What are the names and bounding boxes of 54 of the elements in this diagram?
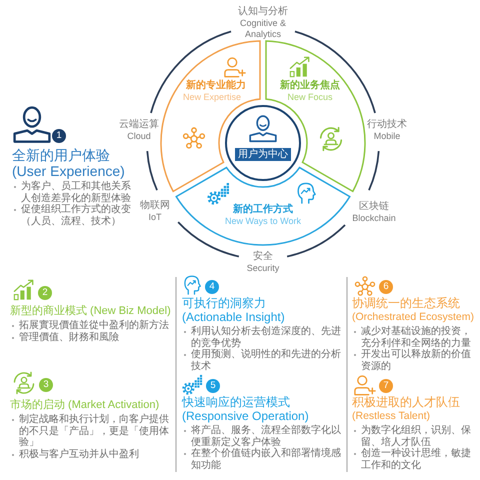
ring-label: Cloud [127, 131, 151, 142]
bullet-text: 在整个价值链内嵌入和部署情境感知功能 [182, 448, 342, 471]
banner-label: 用户为中心 [235, 148, 291, 160]
bullet-text: 积极与客户互动并从中盈利 [10, 448, 173, 460]
ring-label: 认知与分析 [238, 6, 288, 18]
ring-label: Blockchain [352, 213, 396, 224]
bullet-text: 为数字化组织，识别、保留、培人才队伍 [352, 425, 478, 448]
ring-label: 物联网 [140, 200, 170, 212]
subtitle-text: (Actionable Insight) [182, 310, 286, 324]
bullet-text: 创造一种设计思维，敏捷工作和的文化 [352, 448, 478, 471]
ring-label: 安全 [253, 251, 273, 263]
segment-subtitle: New Ways to Work [225, 216, 301, 227]
heading-text: 可执行的洞察力 [182, 297, 267, 310]
ring-label: Cognitive & Analytics [238, 18, 288, 39]
number-badge: 6 [379, 280, 393, 294]
heading-text: 新型的商业模式 (New Biz Model) [10, 304, 172, 318]
number-badge: 1 [52, 129, 66, 143]
bullet-text: 为客户、员工和其他关系人创造差异化的新型体验 [12, 181, 137, 204]
segment-title: 新的工作方式 [233, 204, 293, 216]
ring-label: IoT [148, 212, 162, 223]
bullet-text: 管理價值、財務和風險 [10, 332, 173, 343]
subtitle-text: (Responsive Operation) [182, 410, 310, 423]
segment-subtitle: New Focus [288, 92, 332, 103]
ring-label: Mobile [374, 131, 400, 142]
bullet-text: 将产品、服务、流程全部数字化以便重新定义客户体验 [182, 425, 342, 448]
heading-text: 全新的用户体验 [12, 147, 111, 163]
bullet-text: 开发出可以释放新的价值资源的 [352, 349, 478, 372]
segment-title: 新的业务焦点 [280, 80, 340, 92]
bullet-text: 拓展實現價值並從中盈利的新方法 [10, 320, 173, 332]
subtitle-text: (Orchestrated Ecosystem) [352, 310, 475, 324]
bullet-text: 制定战略和执行计划，向客户提供的不只是「产品」，更是「使用体验」 [10, 414, 173, 448]
ring-label: 云端运算 [119, 119, 159, 131]
heading-text: 协调统一的生态系统 [352, 297, 461, 310]
ring-label: 区块链 [359, 201, 389, 213]
heading-text: 市场的启动 (Market Activation) [10, 398, 160, 412]
ring-label: Security [246, 263, 280, 274]
number-badge: 5 [206, 379, 220, 393]
center-circle [225, 105, 301, 181]
number-badge: 3 [39, 378, 53, 392]
segment-title: 新的专业能力 [186, 80, 246, 92]
subtitle-text: (User Experience) [12, 163, 126, 179]
heading-text: 积极进取的人才队伍 [352, 396, 461, 410]
bullet-text: 减少对基础设施的投资，充分利伴和全网络的力量 [352, 326, 478, 349]
bullet-text: 使用预测、说明性的和先进的分析技术 [182, 349, 342, 372]
heading-text: 快速响应的运营模式 [182, 396, 291, 410]
bullet-text: 促使组织工作方式的改变（人员、流程、技术） [12, 204, 137, 227]
segment-subtitle: New Expertise [182, 92, 242, 103]
number-badge: 2 [38, 286, 52, 300]
bullet-text: 利用认知分析去创造深度的、先进的竞争优势 [182, 326, 342, 349]
number-badge: 4 [205, 280, 219, 294]
ring-segment [175, 166, 351, 246]
subtitle-text: (Restless Talent) [352, 410, 432, 423]
number-badge: 7 [379, 379, 393, 393]
ring-label: 行动技术 [367, 119, 407, 131]
